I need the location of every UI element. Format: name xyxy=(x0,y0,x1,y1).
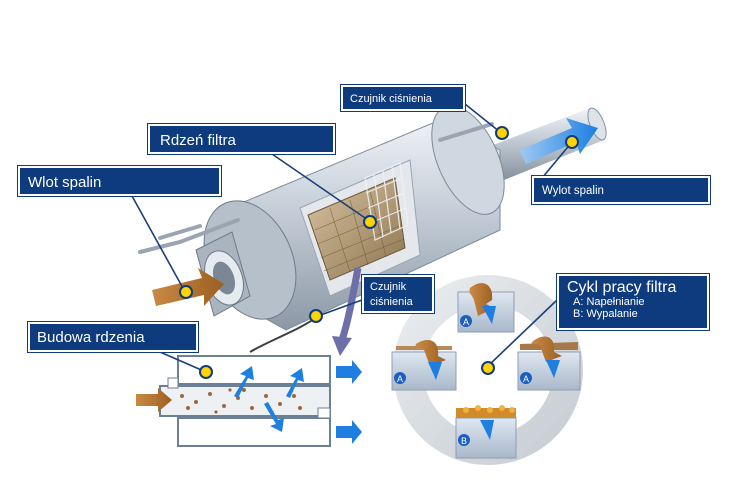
label-exhaust-outlet: Wylot spalin xyxy=(532,176,710,204)
filter-cycle-diagram: A A A B xyxy=(391,275,583,465)
label-filter-core: Rdzeń filtra xyxy=(148,124,335,154)
dot-cykl xyxy=(481,361,495,375)
flow-down-arrow xyxy=(332,267,362,356)
dot-rdzen xyxy=(363,215,377,229)
label-pressure-sensor-top: Czujnik ciśnienia xyxy=(341,85,465,111)
dot-wlot xyxy=(179,285,193,299)
cycle-tile-right xyxy=(517,336,581,391)
cycle-tile-left xyxy=(391,340,457,391)
label-filter-cycle-title: Cykl pracy filtra xyxy=(567,279,677,296)
cycle-badge-left-letter: A xyxy=(397,374,403,384)
cycle-badge-top: A xyxy=(460,315,472,327)
cycle-badge-right: A xyxy=(520,372,532,384)
cycle-badge-left: A xyxy=(394,372,406,384)
label-exhaust-outlet-text: Wylot spalin xyxy=(542,185,604,197)
label-pressure-sensor-top-text: Czujnik ciśnienia xyxy=(350,93,432,105)
label-filter-core-text: Rdzeń filtra xyxy=(160,132,236,149)
label-core-structure: Budowa rdzenia xyxy=(28,322,198,352)
cycle-badge-right-letter: A xyxy=(523,374,529,384)
core-structure-diagram xyxy=(136,355,362,447)
dot-wylot xyxy=(565,135,579,149)
cycle-badge-top-letter: A xyxy=(463,317,469,327)
label-filter-cycle-a: A: Napełnianie xyxy=(573,296,645,308)
label-pressure-sensor-mid: Czujnik ciśnienia xyxy=(362,275,434,313)
label-pressure-sensor-mid-line1: Czujnik xyxy=(370,281,407,293)
label-exhaust-inlet: Wlot spalin xyxy=(18,166,221,196)
label-pressure-sensor-mid-line2: ciśnienia xyxy=(370,296,413,308)
sensor-tubes xyxy=(138,122,494,254)
core-out-arrows xyxy=(336,360,362,444)
cycle-tile-bottom xyxy=(455,405,517,459)
wall-flow-arrows xyxy=(234,366,304,432)
label-core-structure-text: Budowa rdzenia xyxy=(37,329,145,346)
pointer-dots xyxy=(179,126,579,379)
dot-budowa xyxy=(199,365,213,379)
label-exhaust-inlet-text: Wlot spalin xyxy=(28,174,102,191)
outlet-arrow xyxy=(520,118,598,164)
label-filter-cycle: Cykl pracy filtra A: Napełnianie B: Wypa… xyxy=(557,274,709,330)
cycle-badge-bottom: B xyxy=(458,434,470,446)
dot-czujnik-top xyxy=(495,126,509,140)
leader-lines xyxy=(131,103,573,373)
cycle-badge-bottom-letter: B xyxy=(461,436,467,446)
label-filter-cycle-b: B: Wypalanie xyxy=(573,308,638,320)
dot-czujnik-mid xyxy=(309,309,323,323)
